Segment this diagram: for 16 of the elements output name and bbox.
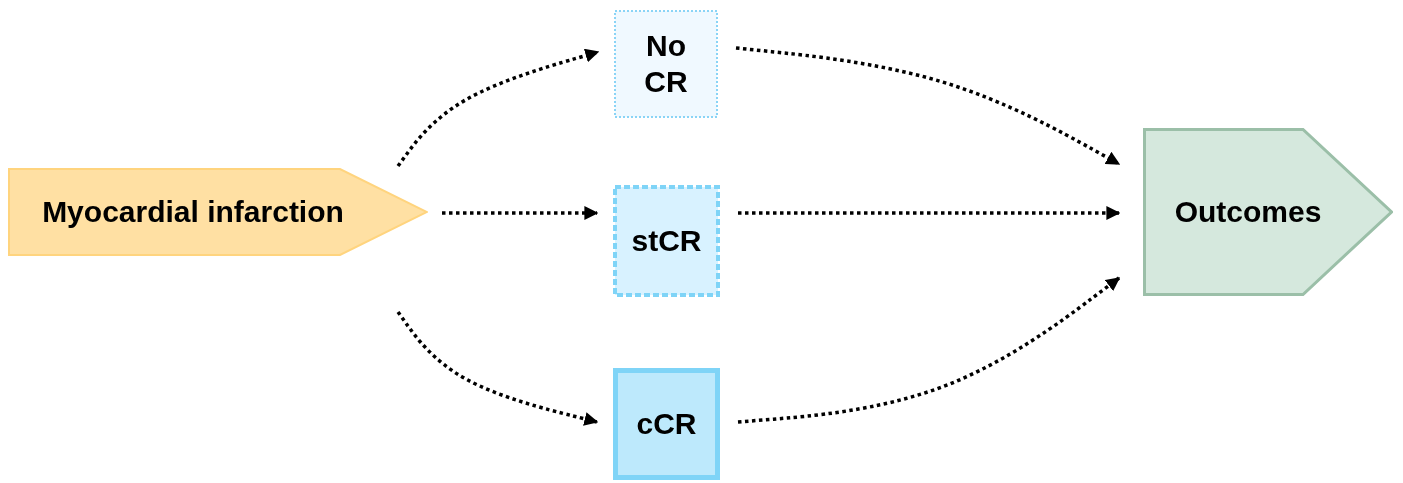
node-label: cCR: [636, 406, 697, 442]
process-box: [613, 185, 720, 297]
node-label: Myocardial infarction: [42, 194, 344, 230]
arrow: [738, 206, 1121, 220]
node-label: No CR: [643, 28, 689, 100]
arrow: [396, 311, 599, 426]
process-box: [614, 10, 718, 118]
outcome-pentagon: [1143, 128, 1393, 296]
arrow: [735, 46, 1121, 166]
start-pentagon: [8, 168, 428, 256]
arrow: [396, 48, 600, 168]
process-box: [613, 368, 720, 480]
arrow: [737, 276, 1121, 424]
node-label: stCR: [631, 223, 702, 259]
arrow: [442, 206, 599, 220]
node-label: Outcomes: [1174, 194, 1322, 230]
